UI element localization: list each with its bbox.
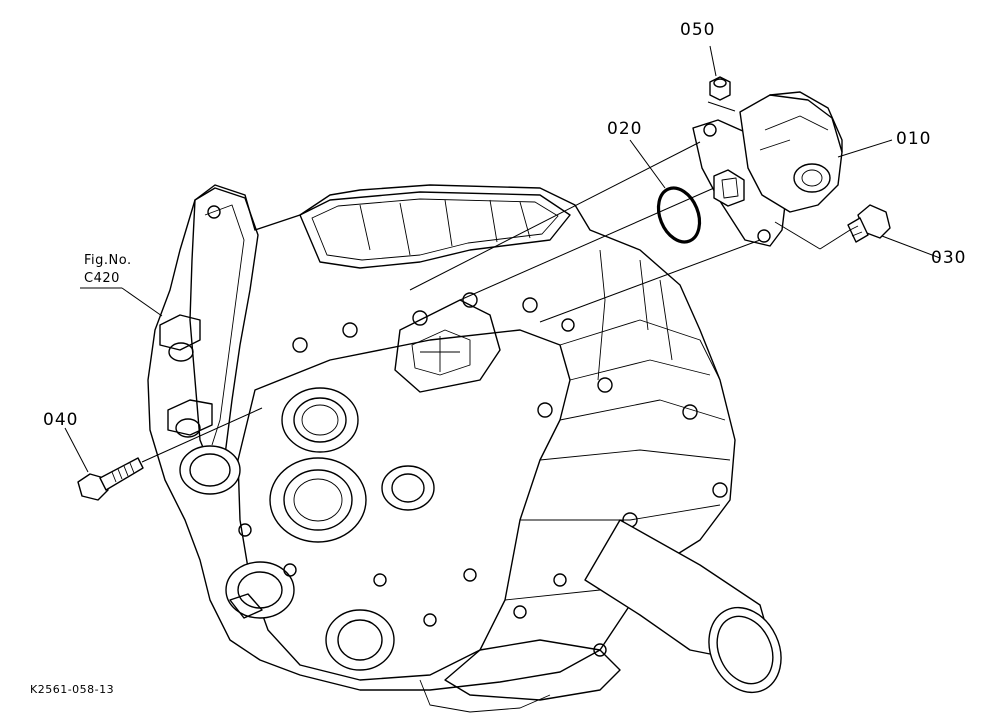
- figure-ref-line2: C420: [84, 271, 120, 286]
- leader-lines: [64, 45, 941, 473]
- bolt-040: [77, 457, 144, 501]
- o-ring-020: [656, 186, 702, 244]
- fitting-030: [847, 204, 891, 243]
- nut-050: [709, 76, 731, 101]
- callout-040: 040: [43, 410, 79, 430]
- drawing-id: K2561-058-13: [30, 683, 115, 696]
- callout-020: 020: [607, 119, 643, 139]
- callout-030: 030: [931, 248, 967, 268]
- hydraulic-pump-010: [692, 91, 843, 247]
- callout-050: 050: [680, 20, 716, 40]
- callout-010: 010: [896, 129, 932, 149]
- transmission-case: [147, 184, 782, 713]
- figure-ref-line1: Fig.No.: [84, 253, 132, 268]
